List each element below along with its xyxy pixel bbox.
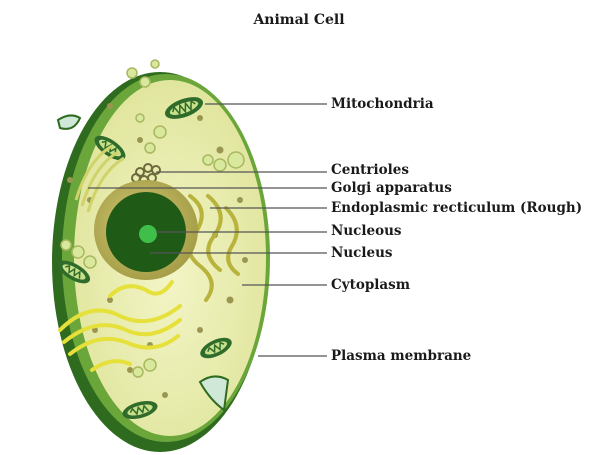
nucleolus — [139, 225, 157, 243]
label-rough-er: Endoplasmic recticulum (Rough) — [331, 200, 582, 216]
label-nucleus: Nucleus — [331, 245, 393, 261]
label-plasma-membrane: Plasma membrane — [331, 348, 471, 364]
label-centrioles: Centrioles — [331, 162, 409, 178]
label-cytoplasm: Cytoplasm — [331, 277, 410, 293]
nucleus — [94, 180, 198, 280]
label-mitochondria: Mitochondria — [331, 96, 434, 112]
membrane-pocket-top — [58, 115, 80, 128]
label-nucleolus: Nucleous — [331, 223, 402, 239]
label-golgi-apparatus: Golgi apparatus — [331, 180, 452, 196]
